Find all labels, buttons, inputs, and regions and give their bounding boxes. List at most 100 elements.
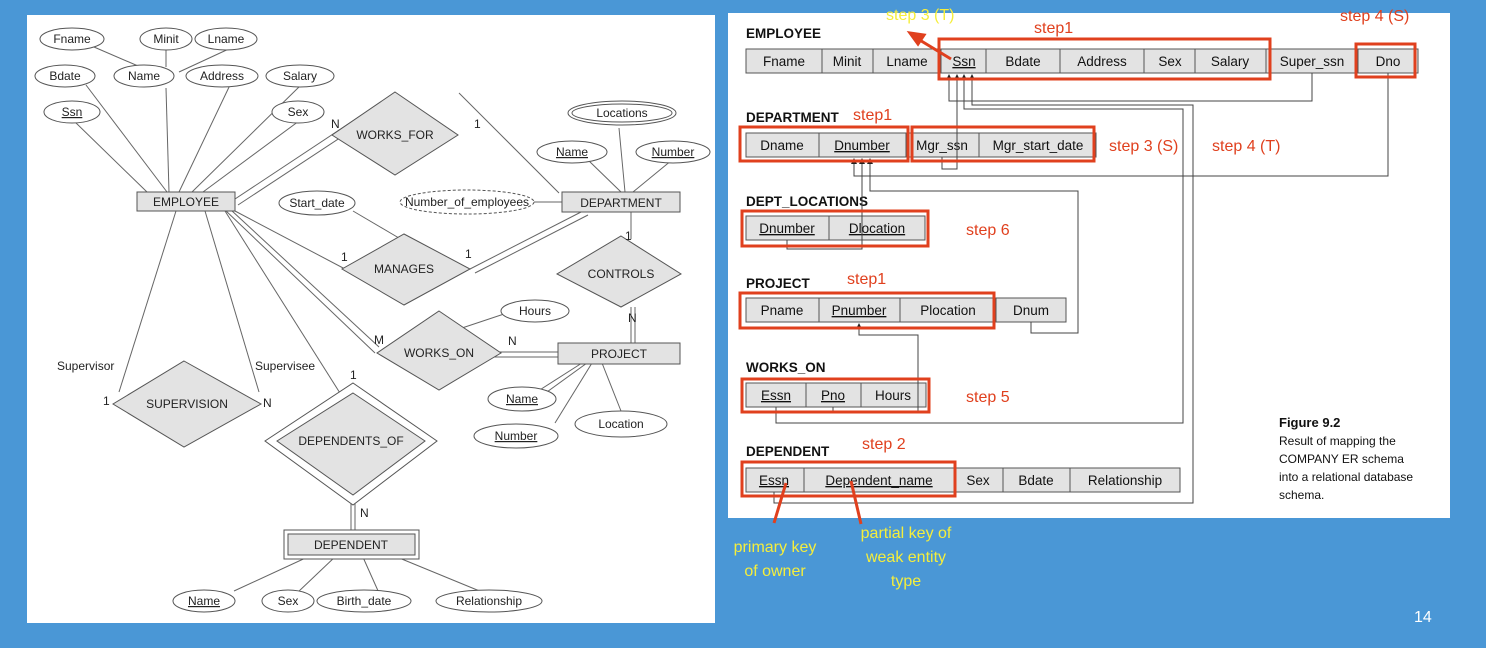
attr-dep-sex-shape [261,589,315,613]
attr-proj-name-shape [487,386,557,412]
attr-proj-location-label: Location [598,417,643,431]
relation-dept-locations-row [745,215,926,241]
note-step3t: step 3 (T) [886,7,954,24]
relation-department-row [745,132,1097,158]
entity-project-label: PROJECT [591,347,648,361]
employee-field-minit: Minit [833,54,862,69]
er-diagram: Fname Minit Lname Bdate Name Address Sal… [34,27,711,613]
attr-proj-number-label: Number [495,429,538,443]
attr-fname-shape [39,27,105,51]
note-step6: step 6 [966,222,1010,239]
attr-locations-label: Locations [596,106,647,120]
rel-works-on-label: WORKS_ON [404,346,474,360]
department-field-dnumber: Dnumber [834,138,890,153]
employee-field-address: Address [1077,54,1127,69]
entity-project-box [557,342,681,365]
attr-sex-shape [271,100,325,124]
rel-supervision-label: SUPERVISION [146,397,228,411]
relation-employee-row [745,48,1419,74]
attr-start-date-shape [278,190,356,216]
employee-field-dno: Dno [1376,54,1401,69]
attr-dep-name-label: Name [188,594,220,608]
note-primary-key-line2: of owner [744,563,806,580]
attr-bdate-label: Bdate [49,69,81,83]
rel-dependents-of-label: DEPENDENTS_OF [298,434,403,448]
rel-controls-shape [555,235,682,308]
attr-ssn-label: Ssn [62,105,83,119]
attr-start-date-label: Start_date [289,196,345,210]
relation-works-on-title: WORKS_ON [746,360,826,375]
card-supervision-right: N [263,396,272,410]
note-step2: step 2 [862,436,906,453]
rel-works-for-shape [331,91,459,176]
dependent-field-relationship: Relationship [1088,473,1162,488]
employee-field-sex: Sex [1158,54,1182,69]
attr-proj-location-shape [574,410,668,438]
employee-field-salary: Salary [1211,54,1250,69]
employee-field-lname: Lname [886,54,927,69]
works-on-field-pno: Pno [821,388,845,403]
project-field-plocation: Plocation [920,303,976,318]
relation-project-row [745,297,1067,323]
attr-ssn-shape [43,100,101,124]
attr-lname-shape [194,27,258,51]
card-works-for-dept: 1 [474,117,481,131]
attr-lname-label: Lname [208,32,245,46]
note-partial-key-line3: type [891,573,921,590]
attr-hours-shape [500,299,570,323]
rel-works-for-label: WORKS_FOR [356,128,434,142]
note-partial-key-line1: partial key of [861,525,952,542]
note-step5: step 5 [966,389,1010,406]
attr-number-of-employees-shape [399,189,535,215]
entity-department-box [561,191,681,213]
role-supervisor: Supervisor [57,359,114,373]
entity-employee-label: EMPLOYEE [153,195,219,209]
relation-department-title: DEPARTMENT [746,110,840,125]
attr-minit-shape [139,27,193,51]
note-primary-key-line1: primary key [734,539,817,556]
department-field-mgr-start-date: Mgr_start_date [993,138,1084,153]
dept-locations-field-dlocation: Dlocation [849,221,905,236]
note-step1-employee: step1 [1034,20,1073,37]
er-diagram-panel: Fname Minit Lname Bdate Name Address Sal… [27,15,715,623]
entity-employee-box [136,191,236,212]
entity-dependent-label: DEPENDENT [314,538,389,552]
relation-works-on-row [745,382,927,408]
page-number: 14 [1414,609,1432,626]
attr-relationship-shape [435,589,543,613]
note-step4s: step 4 (S) [1340,8,1409,25]
highlight-works-on-step5 [740,377,931,414]
rel-manages-shape [340,233,472,306]
card-controls-proj: N [628,311,637,325]
attr-proj-name-label: Name [506,392,538,406]
attr-dep-name-shape [172,589,236,613]
attr-dept-name-shape [536,140,608,164]
attr-salary-shape [265,64,335,88]
works-on-field-hours: Hours [875,388,911,403]
card-supervision-left: 1 [103,394,110,408]
figure-caption-line3: into a relational database [1279,470,1413,484]
attr-sex-label: Sex [288,105,309,119]
attr-hours-label: Hours [519,304,551,318]
attr-relationship-label: Relationship [456,594,522,608]
role-supervisee: Supervisee [255,359,315,373]
relational-schema: EMPLOYEE DEPARTMENT DEPT_LOCATIONS PROJE… [734,7,1419,590]
foreign-key-lines [773,73,1389,504]
dependent-field-dependent-name: Dependent_name [825,473,932,488]
note-step1-department: step1 [853,107,892,124]
employee-field-bdate: Bdate [1005,54,1040,69]
note-step1-project: step1 [847,271,886,288]
note-step3s: step 3 (S) [1109,138,1178,155]
note-partial-key-line2: weak entity [865,549,946,566]
relation-dept-locations-title: DEPT_LOCATIONS [746,194,868,209]
dependent-field-sex: Sex [966,473,990,488]
relation-dependent-title: DEPENDENT [746,444,830,459]
attr-dep-sex-label: Sex [278,594,299,608]
highlight-dependent-step2 [740,460,957,498]
department-field-dname: Dname [760,138,804,153]
card-works-on-emp: M [374,333,384,347]
highlight-dno-step4 [1354,42,1417,79]
figure-caption-line1: Result of mapping the [1279,434,1396,448]
card-manages-emp: 1 [341,250,348,264]
dept-locations-field-dnumber: Dnumber [759,221,815,236]
